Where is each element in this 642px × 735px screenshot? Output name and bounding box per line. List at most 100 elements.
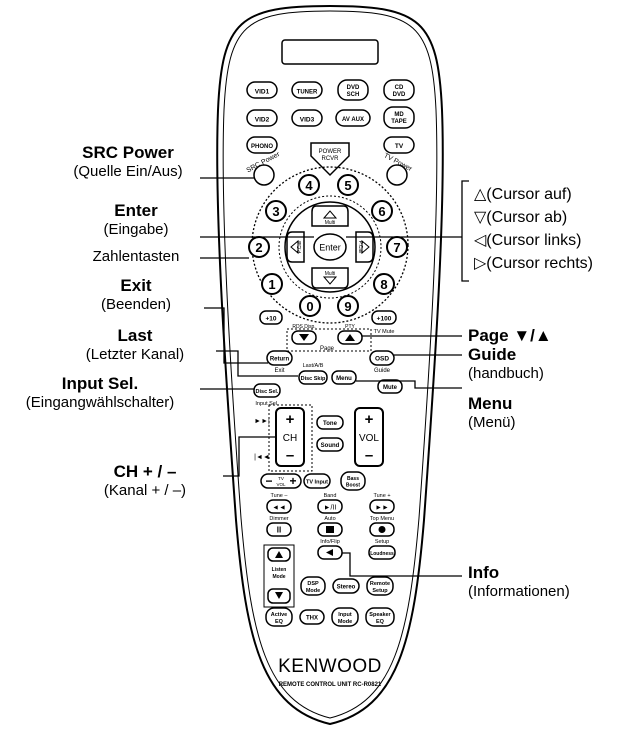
return-button[interactable]: [266, 350, 293, 366]
md-tape-button[interactable]: [383, 106, 415, 129]
cd-dvd-button[interactable]: [383, 79, 415, 101]
number-0-button[interactable]: [299, 295, 321, 317]
tv-vol-label-1: TV: [278, 476, 284, 481]
tv-label: TV: [395, 143, 404, 150]
loudness-button[interactable]: [368, 545, 396, 560]
input-mode-label-1: Input: [338, 612, 352, 618]
tuner-label: TUNER: [297, 90, 318, 96]
plus100-button[interactable]: [371, 310, 397, 325]
vid2-button[interactable]: [246, 109, 278, 127]
thx-button[interactable]: [299, 609, 325, 625]
label-enter: Enter (Eingabe): [78, 201, 194, 239]
speaker-eq-button[interactable]: [365, 607, 395, 627]
ch-dotted-box: [268, 404, 313, 472]
fast-forward-button[interactable]: [369, 499, 395, 514]
listen-up-icon: [275, 551, 283, 558]
tv-input-button[interactable]: [303, 473, 331, 489]
number-5-button[interactable]: [337, 174, 359, 196]
play-pause-button[interactable]: [317, 499, 343, 514]
tone-label: Tone: [323, 421, 338, 427]
enter-button[interactable]: [313, 233, 347, 261]
ch-rocker[interactable]: [275, 407, 305, 467]
label-last-title: Last: [117, 326, 153, 345]
vol-plus-label: +: [365, 411, 374, 428]
label-page: Page ▼/▲: [468, 326, 552, 346]
vid3-button[interactable]: [291, 109, 323, 127]
input-mode-button[interactable]: [331, 607, 359, 627]
mute-label: Mute: [383, 385, 398, 391]
label-menu-sub: (Menü): [468, 414, 516, 432]
sound-label: Sound: [321, 443, 340, 449]
ch-label: CH: [283, 433, 297, 444]
tuner-button[interactable]: [291, 81, 323, 99]
number-6-button[interactable]: [371, 200, 393, 222]
sound-button[interactable]: [316, 437, 344, 452]
cursor-up-icon: [322, 210, 338, 219]
src-power-button[interactable]: [253, 164, 275, 186]
bass-boost-label-2: Boost: [346, 483, 361, 489]
top-menu-label: Top Menu: [370, 516, 394, 522]
pty-label: PTY: [345, 324, 355, 330]
leader-exit: [204, 307, 268, 364]
number-3-button[interactable]: [265, 200, 287, 222]
guide-small-label: Guide: [374, 368, 391, 374]
page-down-icon: [299, 334, 309, 341]
label-guide: Guide (handbuch): [468, 345, 544, 383]
loudness-label: Loudness: [370, 551, 394, 557]
rds-disp-label: RDS Disp.: [292, 324, 315, 330]
av-aux-button[interactable]: [335, 109, 371, 127]
vol-label: VOL: [359, 433, 379, 444]
label-src-power-title: SRC Power: [82, 143, 174, 162]
vol-rocker[interactable]: [354, 407, 384, 467]
cursor-down-text: ▽(Cursor ab): [474, 209, 568, 226]
active-eq-button[interactable]: [265, 607, 293, 627]
return-label: Return: [270, 357, 290, 363]
disc-sel-button[interactable]: [253, 383, 281, 398]
dvd-sch-button[interactable]: [337, 79, 369, 101]
disc-skip-button[interactable]: [298, 370, 328, 385]
vid1-label: VID1: [255, 89, 270, 96]
remote-setup-button[interactable]: [366, 576, 394, 596]
leader-lines-left: [200, 177, 314, 477]
number-1-button[interactable]: [261, 273, 283, 295]
tv-button[interactable]: [383, 136, 415, 154]
mute-button[interactable]: [377, 379, 403, 394]
cursor-down-icon: [322, 276, 338, 285]
number-9-button[interactable]: [337, 295, 359, 317]
label-info-sub: (Informationen): [468, 583, 570, 601]
bass-boost-label-1: Bass: [347, 476, 359, 482]
fast-forward-icon: ►►: [375, 505, 389, 512]
stop-icon: [326, 526, 334, 533]
tv-vol-button[interactable]: [260, 473, 302, 489]
number-4-button[interactable]: [298, 174, 320, 196]
tone-button[interactable]: [316, 415, 344, 430]
osd-button[interactable]: [369, 350, 395, 366]
power-rcvr-label-1: POWER: [319, 149, 342, 155]
remote-setup-label-1: Remote: [370, 581, 390, 587]
pause-button[interactable]: [266, 522, 292, 537]
leader-last: [216, 350, 298, 377]
thx-label: THX: [306, 616, 318, 622]
cursor-right-icon: [361, 239, 370, 255]
number-8-label: 8: [380, 277, 387, 292]
auto-label: Auto: [324, 516, 335, 522]
number-8-button[interactable]: [373, 273, 395, 295]
input-mode-label-2: Mode: [338, 619, 352, 625]
bass-boost-button[interactable]: [340, 471, 366, 491]
dsp-mode-button[interactable]: [300, 576, 326, 596]
phono-button[interactable]: [246, 136, 278, 154]
label-src-power: SRC Power (Quelle Ein/Aus): [58, 143, 198, 181]
rewind-button[interactable]: [266, 499, 292, 514]
menu-button[interactable]: [331, 370, 357, 385]
power-rcvr-button[interactable]: [310, 142, 350, 177]
skip-forward-icon: ►►|: [254, 418, 270, 425]
tv-power-button[interactable]: [386, 164, 408, 186]
ir-window: [281, 39, 379, 65]
dimmer-label: Dimmer: [269, 516, 288, 522]
cursor-labels: △(Cursor auf) ▽(Cursor ab) ◁(Cursor link…: [474, 183, 593, 275]
stereo-button[interactable]: [332, 578, 360, 594]
av-aux-label: AV AUX: [342, 117, 364, 123]
plus10-button[interactable]: [259, 310, 283, 325]
vid1-button[interactable]: [246, 81, 278, 99]
